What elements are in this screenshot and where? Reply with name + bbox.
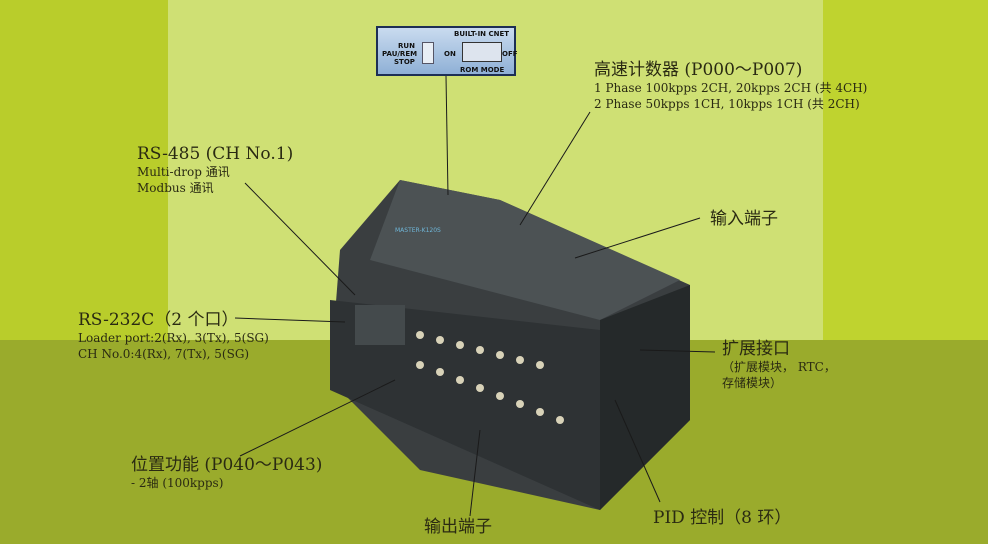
callout-line: （扩展模块， RTC， <box>722 360 836 374</box>
mode-switch-toggle <box>422 42 434 64</box>
callout-line: Modbus 通讯 <box>137 181 214 195</box>
callout-title: 位置功能 (P040～P043) <box>131 455 323 475</box>
callout-line: CH No.0:4(Rx), 7(Tx), 5(SG) <box>78 347 250 361</box>
leader-lines <box>234 75 716 517</box>
callout-title: 扩展接口 <box>722 339 790 359</box>
callout-input-terminal: 输入端子 <box>710 209 778 229</box>
callout-line: - 2轴 (100kpps) <box>131 476 224 490</box>
switch-run-label: RUN <box>398 42 415 50</box>
switch-on-label: ON <box>444 50 456 58</box>
rom-mode-label: ROM MODE <box>460 66 505 74</box>
switch-off-label: OFF <box>502 50 518 58</box>
rs232c-connector <box>355 305 405 345</box>
mode-switch-panel: RUN PAU/REM STOP BUILT-IN CNET ON OFF RO… <box>376 26 518 76</box>
callout-title: 高速计数器 (P000～P007) <box>594 60 803 80</box>
callout-pid: PID 控制（8 环） <box>653 508 792 528</box>
plc-unit: MASTER-K120S <box>330 180 690 510</box>
callout-expansion-port: 扩展接口 （扩展模块， RTC， 存储模块） <box>722 339 836 391</box>
background-right <box>823 0 988 340</box>
builtin-cnet-label: BUILT-IN CNET <box>454 30 510 38</box>
dip-switch <box>462 42 502 62</box>
switch-pau-rem-label: PAU/REM <box>382 50 418 58</box>
callout-title: RS-485 (CH No.1) <box>137 144 294 164</box>
callout-high-speed-counter: 高速计数器 (P000～P007) 1 Phase 100kpps 2CH, 2… <box>594 60 867 112</box>
callout-line: Multi-drop 通讯 <box>137 165 230 179</box>
callout-line: 存储模块） <box>722 376 783 390</box>
callout-output-terminal: 输出端子 <box>424 517 492 537</box>
callout-line: 1 Phase 100kpps 2CH, 20kpps 2CH (共 4CH) <box>594 81 868 95</box>
switch-stop-label: STOP <box>394 58 415 66</box>
callout-title: RS-232C（2 个口） <box>78 310 239 330</box>
callout-rs485: RS-485 (CH No.1) Multi-drop 通讯 Modbus 通讯 <box>137 144 293 196</box>
callout-rs232c: RS-232C（2 个口） Loader port:2(Rx), 3(Tx), … <box>78 310 269 362</box>
terminal-screws <box>416 331 564 424</box>
callout-line: Loader port:2(Rx), 3(Tx), 5(SG) <box>78 331 269 345</box>
device-brand: MASTER-K120S <box>395 227 441 234</box>
background-left <box>0 0 168 340</box>
callout-line: 2 Phase 50kpps 1CH, 10kpps 1CH (共 2CH) <box>594 97 860 111</box>
callout-positioning: 位置功能 (P040～P043) - 2轴 (100kpps) <box>131 455 322 491</box>
